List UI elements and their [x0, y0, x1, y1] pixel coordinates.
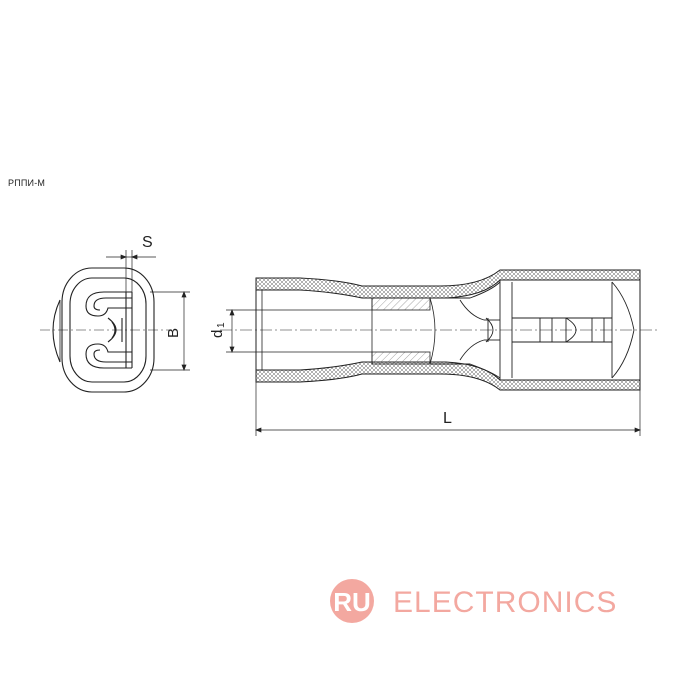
dimension-b	[150, 291, 190, 371]
end-view	[40, 250, 190, 393]
dimension-l	[255, 382, 641, 436]
watermark-badge	[330, 579, 374, 623]
end-view-bottom-curl	[85, 343, 132, 369]
watermark-text: ELECTRONICS	[393, 586, 617, 619]
dimension-s-label: S	[142, 234, 153, 251]
metal-barrel-bottom	[371, 351, 431, 365]
insulation-bottom	[255, 361, 641, 391]
watermark-badge-text: RU	[333, 587, 371, 617]
drawing-caption: РППИ-М	[8, 178, 46, 188]
end-view-cap	[52, 299, 61, 363]
transition-cone	[430, 281, 501, 379]
side-view	[220, 269, 658, 436]
dimension-d1	[226, 309, 262, 353]
end-view-top-curl	[85, 291, 132, 317]
dimension-d1-label: d	[209, 330, 226, 338]
dimension-b-label: B	[165, 328, 182, 338]
end-view-inner-housing	[69, 277, 147, 383]
watermark: RU ELECTRONICS	[330, 579, 617, 623]
insulation-top	[255, 269, 641, 299]
metal-barrel-top	[371, 297, 431, 311]
dimension-d1-subscript: 1	[216, 322, 227, 328]
dimension-s	[106, 250, 156, 292]
dimension-l-label: L	[443, 410, 452, 427]
